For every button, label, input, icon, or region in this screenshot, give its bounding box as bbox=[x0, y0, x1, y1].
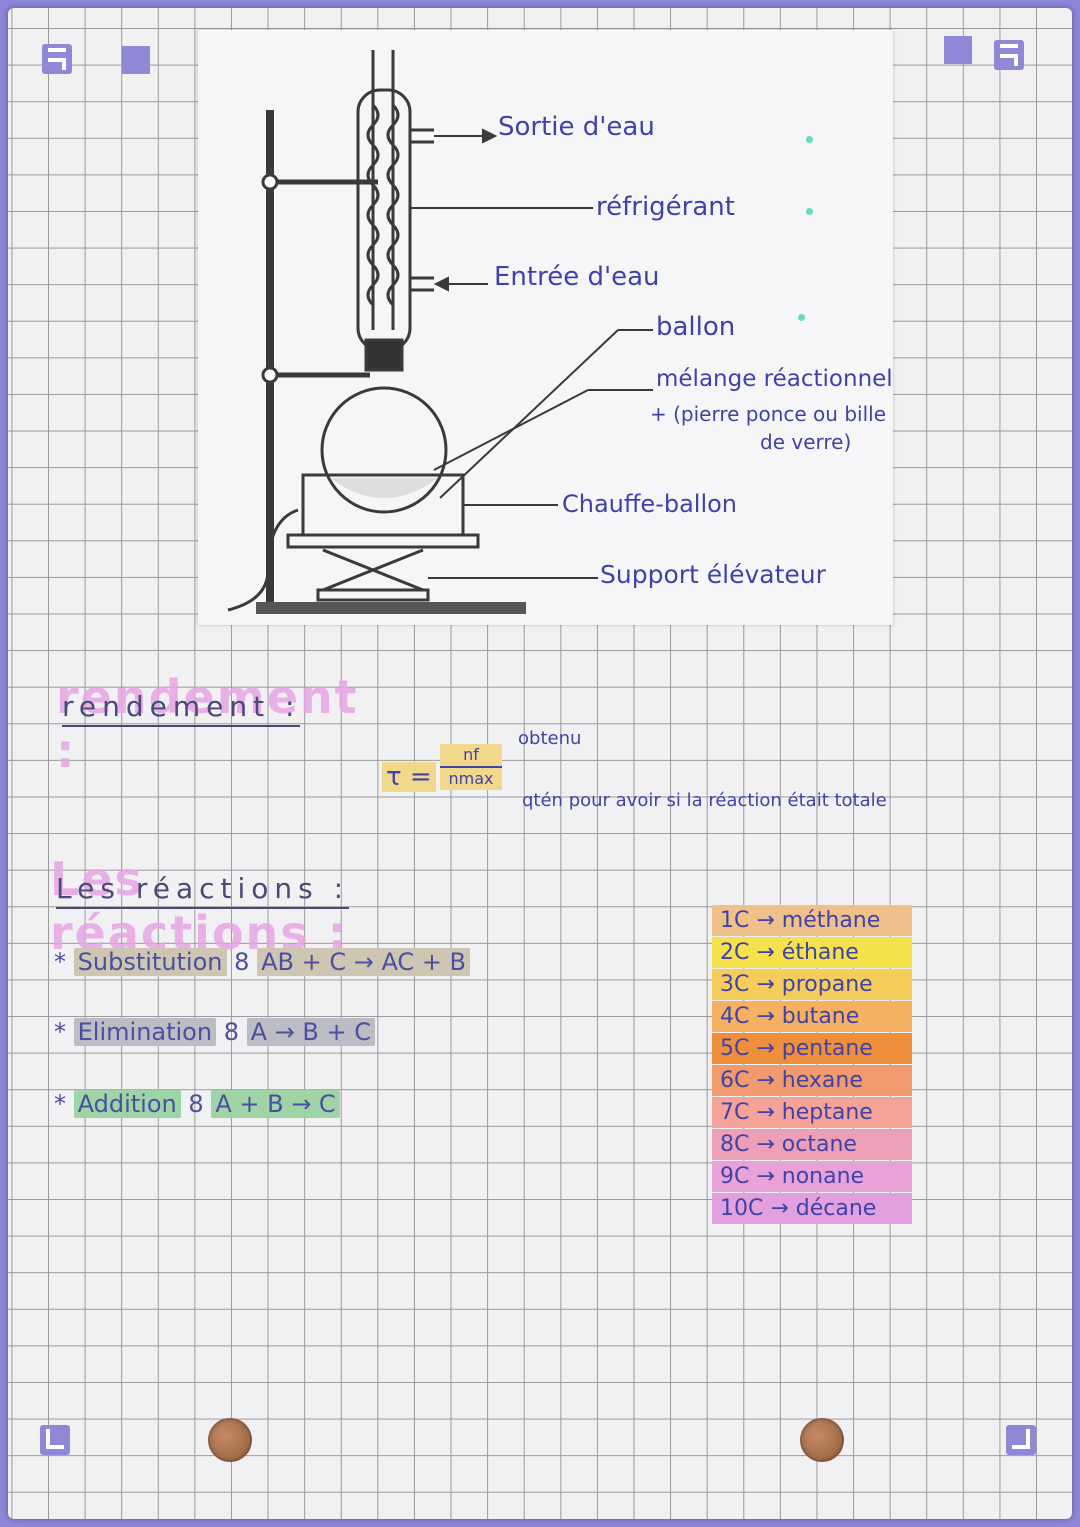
note-obtenu: obtenu bbox=[518, 728, 582, 749]
alkane-item: 3C → propane bbox=[712, 969, 912, 1000]
alkane-item: 1C → méthane bbox=[712, 905, 912, 936]
corner-marker-bottom-right bbox=[1006, 1425, 1036, 1455]
note-quantite-max: qtén pour avoir si la réaction était tot… bbox=[522, 790, 887, 811]
square-marker-top-right bbox=[944, 36, 972, 64]
reaction-equation: A + B → C bbox=[211, 1090, 340, 1118]
label-refrigerant: réfrigérant bbox=[596, 192, 735, 222]
reflux-apparatus-drawing bbox=[227, 50, 653, 614]
corner-marker-top-left bbox=[42, 44, 72, 74]
corner-marker-bottom-left bbox=[40, 1425, 70, 1455]
label-verre: de verre) bbox=[760, 430, 852, 454]
title-text: Les réactions : bbox=[56, 872, 350, 905]
title-text: rendement : bbox=[62, 690, 301, 723]
decorative-dot bbox=[806, 208, 813, 215]
label-support-elevateur: Support élévateur bbox=[600, 560, 826, 589]
reaction-separator: 8 bbox=[234, 948, 250, 976]
label-sortie-eau: Sortie d'eau bbox=[498, 112, 655, 142]
reaction-name: Addition bbox=[73, 1090, 181, 1118]
alkane-item: 4C → butane bbox=[712, 1001, 912, 1032]
label-pierre-ponce: + (pierre ponce ou bille bbox=[650, 402, 886, 426]
alkane-item: 6C → hexane bbox=[712, 1065, 912, 1096]
reaction-separator: 8 bbox=[188, 1090, 204, 1118]
square-marker-top-left bbox=[122, 46, 150, 74]
reaction-equation: AB + C → AC + B bbox=[257, 948, 471, 976]
decorative-dot bbox=[806, 136, 813, 143]
alkane-item: 5C → pentane bbox=[712, 1033, 912, 1064]
reaction-equation: A → B + C bbox=[246, 1018, 376, 1046]
alkane-item: 7C → heptane bbox=[712, 1097, 912, 1128]
alkane-item: 9C → nonane bbox=[712, 1161, 912, 1192]
bullet: * bbox=[54, 1090, 66, 1118]
reaction-addition: * Addition 8 A + B → C bbox=[54, 1090, 340, 1118]
reaction-substitution: * Substitution 8 AB + C → AC + B bbox=[54, 948, 471, 976]
reflux-diagram: Sortie d'eau réfrigérant Entrée d'eau ba… bbox=[198, 30, 893, 625]
alkane-list: 1C → méthane 2C → éthane 3C → propane 4C… bbox=[712, 905, 912, 1225]
binder-hole-right bbox=[800, 1418, 844, 1462]
bullet: * bbox=[54, 948, 66, 976]
title-highlight: Les réactions : bbox=[50, 852, 349, 960]
binder-hole-left bbox=[208, 1418, 252, 1462]
alkane-item: 2C → éthane bbox=[712, 937, 912, 968]
label-ballon: ballon bbox=[656, 312, 736, 342]
formula-numerator: nf bbox=[440, 744, 502, 768]
formula-fraction: nf nmax bbox=[440, 744, 502, 790]
title-highlight: rendement : bbox=[56, 670, 359, 778]
section-title-rendement: rendement : rendement : bbox=[56, 670, 357, 778]
formula-lhs: τ = bbox=[382, 762, 436, 792]
corner-marker-top-right bbox=[994, 40, 1024, 70]
reaction-separator: 8 bbox=[223, 1018, 239, 1046]
section-title-reactions: Les réactions : Les réactions : bbox=[50, 852, 350, 960]
reaction-name: Elimination bbox=[73, 1018, 217, 1046]
bullet: * bbox=[54, 1018, 66, 1046]
label-melange: mélange réactionnel bbox=[656, 366, 893, 392]
alkane-item: 8C → octane bbox=[712, 1129, 912, 1160]
label-entree-eau: Entrée d'eau bbox=[494, 262, 660, 292]
reaction-name: Substitution bbox=[73, 948, 227, 976]
label-chauffe-ballon: Chauffe-ballon bbox=[562, 490, 738, 518]
formula-denominator: nmax bbox=[448, 769, 494, 788]
decorative-dot bbox=[798, 314, 805, 321]
reaction-elimination: * Elimination 8 A → B + C bbox=[54, 1018, 376, 1046]
alkane-item: 10C → décane bbox=[712, 1193, 912, 1224]
